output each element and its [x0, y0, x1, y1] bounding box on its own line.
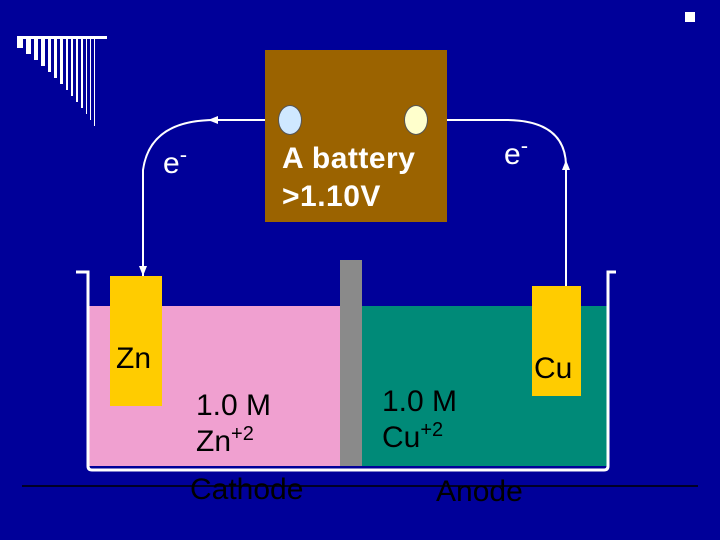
zinc-electrode-label: Zn	[116, 342, 152, 375]
battery-label: A battery >1.10V	[282, 140, 415, 216]
electron-symbol: e	[504, 138, 521, 171]
battery-negative-terminal	[278, 105, 302, 135]
electron-label-left: e-	[163, 144, 187, 181]
battery	[265, 50, 447, 222]
cathode-label: Cathode	[190, 473, 304, 506]
copper-electrode	[532, 286, 581, 396]
cathode-ion: Zn	[196, 425, 232, 458]
anode-solution-label: 1.0 M Cu+2	[382, 384, 457, 456]
cathode-concentration: 1.0 M	[196, 389, 272, 422]
anode-concentration: 1.0 M	[382, 385, 458, 418]
zinc-electrode	[110, 276, 162, 406]
electron-label-right: e-	[504, 135, 528, 172]
electron-symbol: e	[163, 147, 180, 180]
electron-charge: -	[520, 133, 529, 158]
cathode-ion-charge: +2	[231, 423, 254, 445]
anode-ion: Cu	[382, 421, 421, 454]
salt-bridge-divider	[340, 260, 362, 466]
decorative-stripes	[17, 12, 695, 126]
battery-label-line1: A battery	[282, 142, 416, 175]
cathode-solution-label: 1.0 M Zn+2	[196, 388, 271, 460]
anode-label: Anode	[436, 475, 523, 508]
anode-ion-charge: +2	[420, 419, 444, 441]
electron-charge: -	[179, 142, 188, 167]
battery-label-line2: >1.10V	[282, 180, 381, 213]
battery-positive-terminal	[404, 105, 428, 135]
copper-electrode-label: Cu	[534, 352, 573, 385]
